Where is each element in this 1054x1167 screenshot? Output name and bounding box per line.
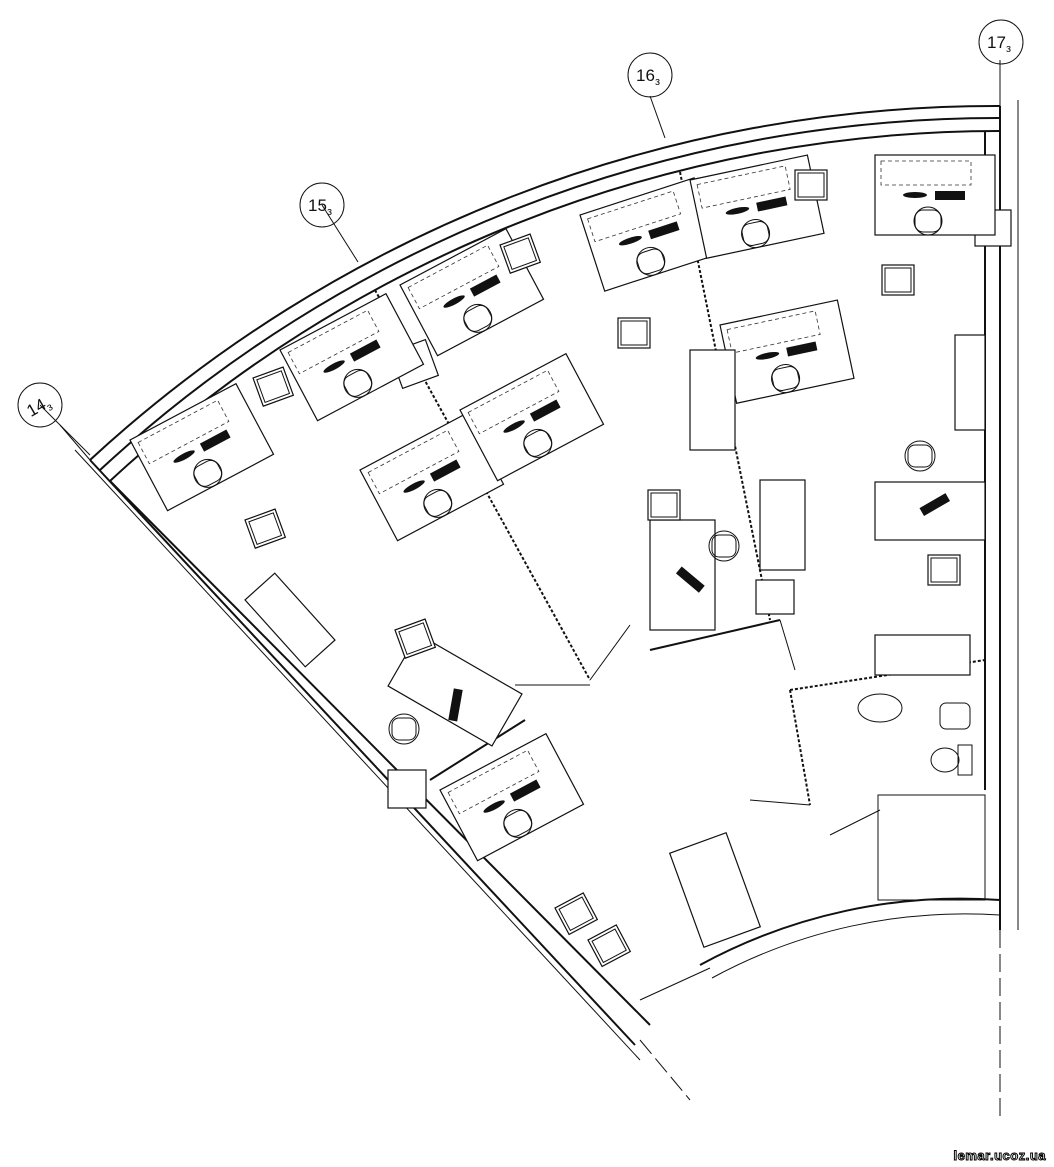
core-curved-wall — [639, 897, 1001, 1001]
watermark: lemar.ucoz.ua — [953, 1148, 1046, 1164]
svg-text:17з: 17з — [987, 33, 1011, 55]
workstations — [129, 154, 996, 968]
grid-axis-14: 14з — [17, 382, 91, 456]
svg-text:14з: 14з — [23, 392, 55, 423]
curved-exterior-wall — [89, 104, 1001, 482]
grid-axis-17: 17з — [978, 19, 1024, 65]
svg-text:16з: 16з — [636, 66, 660, 88]
grid-axis-16: 16з — [627, 52, 673, 139]
restroom-fixtures — [857, 693, 973, 776]
svg-text:15з: 15з — [308, 196, 332, 218]
grid-axis-15: 15з — [299, 182, 359, 263]
left-exterior-wall — [59, 424, 691, 1101]
